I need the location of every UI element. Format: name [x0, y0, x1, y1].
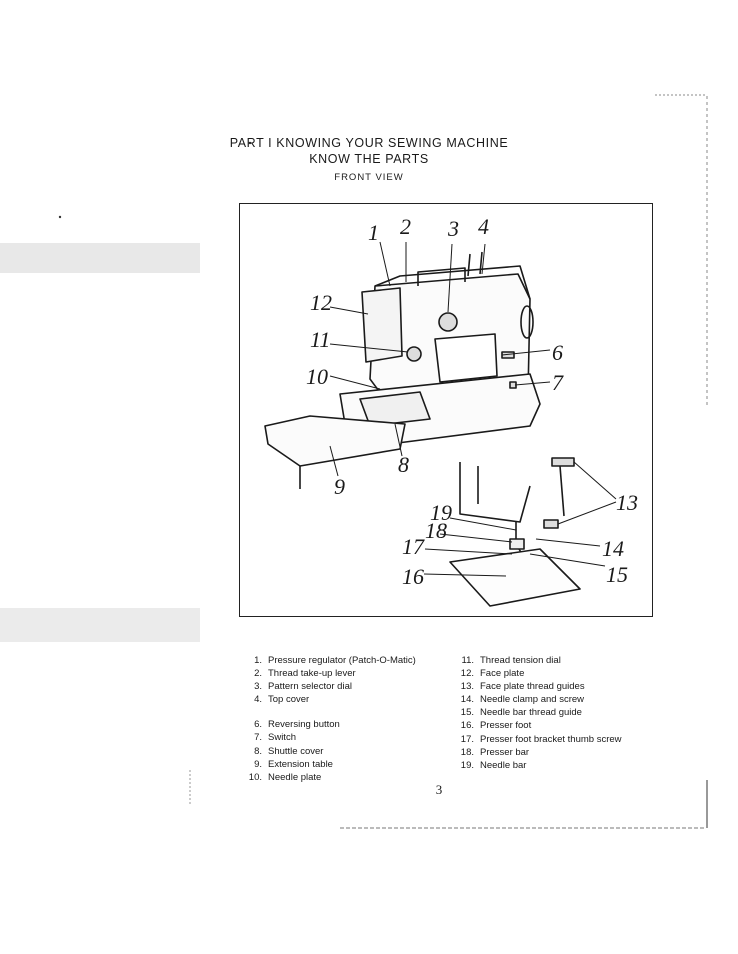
callout-7: 7	[552, 370, 564, 395]
parts-list-left: 1.Pressure regulator (Patch-O-Matic) 2.T…	[240, 654, 416, 784]
list-item: 3.Pattern selector dial	[254, 681, 352, 693]
needle-detail-head	[459, 462, 531, 523]
callout-9: 9	[334, 474, 345, 499]
list-item: 16.Presser foot	[460, 720, 532, 732]
callout-13: 13	[616, 490, 638, 515]
tension-dial-shape	[406, 346, 422, 362]
list-item: 7.Switch	[254, 732, 296, 744]
extension-table	[264, 415, 406, 467]
machine-top	[374, 265, 531, 300]
callout-1: 1	[368, 220, 379, 245]
callout-3: 3	[447, 216, 459, 241]
callout-4: 4	[478, 214, 489, 239]
pattern-dial-shape	[438, 312, 458, 332]
list-item: 18.Presser bar	[460, 746, 530, 758]
callout-19: 19	[430, 500, 452, 525]
list-item: 15.Needle bar thread guide	[460, 707, 582, 719]
callout-8: 8	[398, 452, 409, 477]
list-item: 9.Extension table	[254, 758, 333, 770]
sewing-machine-illustration: 1 2 3 4 12 11 6 10 7 8 9 13 19 18 17 14 …	[264, 214, 638, 607]
page-number: 3	[435, 782, 443, 797]
carry-handle	[417, 267, 466, 286]
list-item: 6.Reversing button	[254, 719, 340, 731]
callout-10: 10	[306, 364, 328, 389]
view-label: FRONT VIEW	[334, 172, 404, 183]
arm-opening	[434, 333, 498, 383]
list-item: 10.Needle plate	[248, 771, 322, 783]
callout-11: 11	[310, 327, 330, 352]
sewing-machine-figure: 1 2 3 4 12 11 6 10 7 8 9 13 19 18 17 14 …	[239, 203, 653, 617]
callout-6: 6	[552, 340, 563, 365]
list-item: 11.Thread tension dial	[461, 655, 561, 666]
list-item: 17.Presser foot bracket thumb screw	[460, 733, 622, 745]
callout-16: 16	[402, 564, 424, 589]
list-item: 19.Needle bar	[460, 759, 527, 771]
callout-14: 14	[602, 536, 624, 561]
section-subtitle: KNOW THE PARTS	[309, 152, 429, 166]
list-item: 8.Shuttle cover	[254, 745, 324, 757]
callout-15: 15	[606, 562, 628, 587]
list-item: 4.Top cover	[254, 694, 310, 706]
list-item: 1.Pressure regulator (Patch-O-Matic)	[254, 655, 416, 666]
callout-12: 12	[310, 290, 332, 315]
callout-17: 17	[402, 534, 425, 559]
list-item: 14.Needle clamp and screw	[460, 694, 585, 706]
parts-list-right: 11.Thread tension dial 12.Face plate 13.…	[452, 654, 622, 772]
part-title: PART I KNOWING YOUR SEWING MACHINE	[229, 136, 509, 150]
needle-plate-detail	[449, 548, 581, 607]
list-item: 13.Face plate thread guides	[460, 681, 585, 693]
callout-2: 2	[400, 214, 411, 239]
list-item: 12.Face plate	[460, 668, 525, 680]
face-plate	[361, 287, 403, 363]
callout-18: 18	[425, 518, 447, 543]
list-item: 2.Thread take-up lever	[254, 668, 356, 680]
